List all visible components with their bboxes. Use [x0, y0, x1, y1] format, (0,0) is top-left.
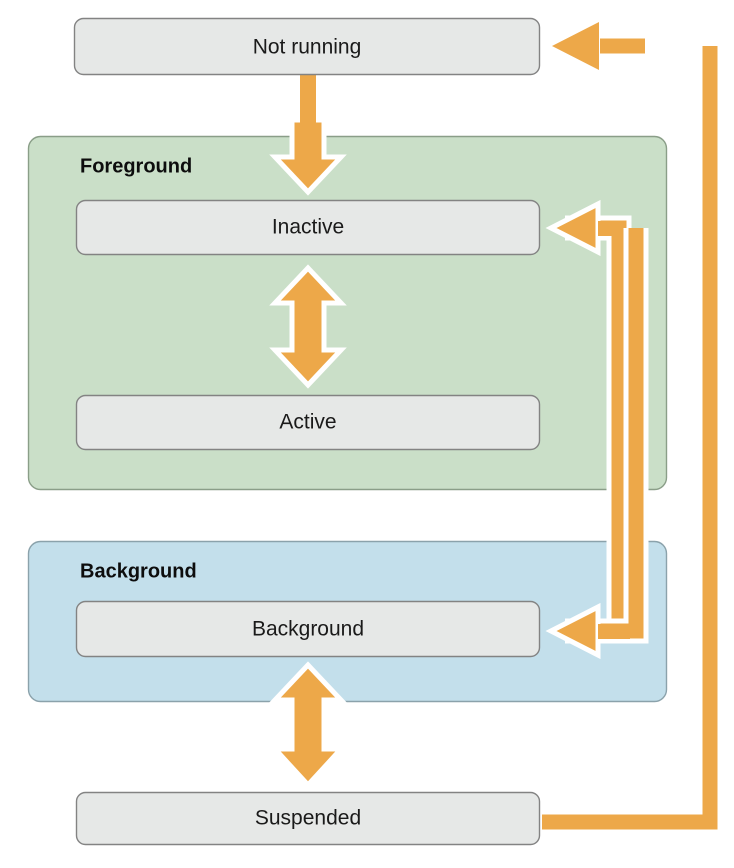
- state-label-active: Active: [279, 411, 336, 434]
- state-box-background[interactable]: Background: [75, 600, 541, 658]
- transition-background-suspended: [269, 661, 347, 789]
- state-box-suspended[interactable]: Suspended: [75, 791, 541, 846]
- state-box-inactive[interactable]: Inactive: [75, 199, 541, 256]
- transition-not-running-to-inactive: [269, 75, 347, 196]
- transition-background-to-inactive: [545, 199, 632, 636]
- group-title-background: Background: [80, 560, 197, 582]
- transition-inactive-active: [269, 264, 347, 389]
- state-label-not-running: Not running: [253, 36, 362, 59]
- transition-suspended-to-background: [545, 228, 649, 660]
- state-box-active[interactable]: Active: [75, 394, 541, 451]
- transition-suspended-to-not-running: [542, 22, 718, 830]
- state-box-not-running[interactable]: Not running: [73, 17, 541, 76]
- group-title-foreground: Foreground: [80, 155, 192, 177]
- state-label-suspended: Suspended: [255, 807, 361, 830]
- state-label-background: Background: [252, 618, 364, 641]
- state-label-inactive: Inactive: [272, 216, 344, 239]
